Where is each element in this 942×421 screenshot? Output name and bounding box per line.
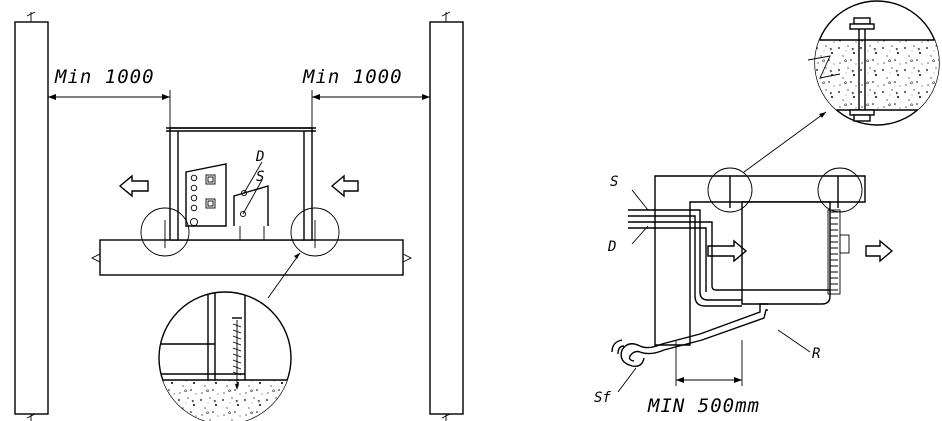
bolt-circle-left: [707, 167, 753, 213]
anchor-circle-right: [290, 207, 340, 257]
right-wall: [429, 11, 464, 421]
dimension-left: [48, 90, 171, 128]
label-r: R: [812, 346, 820, 362]
drain-pipe: [611, 303, 811, 393]
bolt-circle-right: [817, 167, 863, 213]
dimension-label-500: MIN 500mm: [647, 395, 760, 417]
left-wall: [14, 11, 49, 421]
airflow-arrow-out-icon: [865, 239, 894, 263]
side-wall-and-slab: [654, 175, 866, 346]
label-d-left: D: [255, 149, 264, 165]
dimension-500: [675, 340, 743, 386]
airflow-arrow-left-icon: [118, 174, 149, 198]
dimension-label-left: Min 1000: [54, 66, 155, 88]
dimension-right: [311, 90, 430, 128]
label-d-right: D: [607, 239, 616, 255]
screw-icon: [232, 317, 242, 390]
airflow-arrow-right-icon: [330, 174, 359, 198]
hanging-unit: [729, 176, 850, 305]
bolt-icon: [849, 17, 875, 122]
label-sf: Sf: [594, 390, 611, 406]
magnified-bolt-detail: [807, 0, 940, 126]
outdoor-unit: [166, 127, 316, 241]
refrigerant-pipes: [628, 189, 742, 307]
magnified-screw-detail: [158, 291, 292, 421]
label-s-left: S: [256, 169, 264, 185]
dimension-label-right: Min 1000: [302, 66, 403, 88]
anchor-circle-left: [140, 207, 190, 257]
label-s-right: S: [610, 174, 618, 190]
airflow-arrow-in-icon: [707, 239, 748, 263]
floor-slab: [90, 239, 413, 276]
